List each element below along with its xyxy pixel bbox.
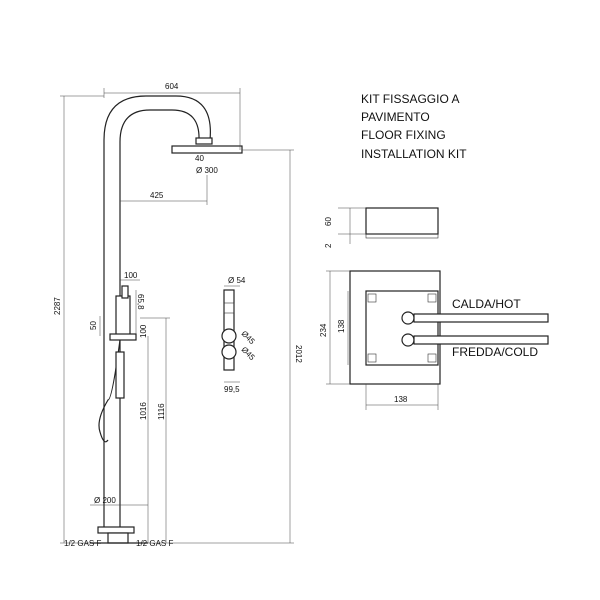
dim-mixer-width-label: 100 (124, 271, 138, 280)
dim-arm-offset-label: 425 (150, 191, 164, 200)
dim-total-height: 2287 (53, 95, 104, 544)
dim-arm-offset: 425 (120, 175, 208, 205)
dim-mixer-height-label: 1116 (157, 403, 166, 420)
front-holder (223, 302, 235, 314)
column-outline-outer (103, 95, 211, 530)
dim-mixer-pipe-label: 65,8 (136, 294, 145, 310)
dim-mixer: 100 65,8 50 100 (89, 271, 170, 338)
mixer-knob-top (121, 285, 129, 299)
dim-base: Ø 200 (90, 496, 148, 506)
base-plate (97, 526, 135, 534)
dim-holder-height-label: 1016 (139, 402, 148, 420)
hose (98, 339, 121, 443)
dim-head-height-label: 2012 (294, 345, 303, 363)
dim-head-neck-label: 40 (195, 154, 204, 163)
shower-column-side-view (90, 95, 243, 544)
dim-knob-diameter-label: Ø 54 (228, 276, 246, 285)
cold-pipe (413, 335, 549, 345)
screw-tl (367, 293, 377, 303)
hot-label: CALDA/HOT (452, 297, 521, 311)
gas-label-right: 1/2 GAS F (136, 539, 173, 548)
kit-title-line-1: KIT FISSAGGIO A (361, 92, 459, 106)
kit-title-line-4: INSTALLATION KIT (361, 147, 467, 161)
screw-tr (427, 293, 437, 303)
dim-box-outer-height-label: 234 (319, 323, 328, 337)
mixer-body (115, 295, 131, 337)
dim-reach-label: 604 (165, 82, 179, 91)
screw-bl (367, 353, 377, 363)
kit-side-body (365, 207, 439, 235)
kit-title-line-3: FLOOR FIXING (361, 128, 446, 142)
screw-br (427, 353, 437, 363)
base-connector (107, 532, 129, 544)
hot-pipe (413, 313, 549, 323)
dim-mixer-depth-label: 100 (139, 324, 148, 338)
dim-box-width-label: 138 (394, 395, 408, 404)
dim-kit-height-label: 60 (324, 217, 333, 226)
dim-kit-gap-label: 2 (324, 243, 333, 248)
kit-side-lid (365, 233, 439, 239)
floor-kit-plan: CALDA/HOT FREDDA/COLD 234 138 138 (319, 270, 549, 410)
dim-reach: 604 (103, 82, 241, 150)
dim-knob-2-label: Ø45 (240, 345, 257, 362)
dim-total-height-label: 2287 (53, 297, 62, 315)
kit-title: KIT FISSAGGIO A PAVIMENTO FLOOR FIXING I… (361, 92, 467, 161)
mixer-spout (109, 333, 137, 341)
dim-mixer-offset-label: 50 (89, 321, 98, 330)
floor-kit-side: 60 2 (324, 207, 439, 248)
dim-heights-lower: 1016 1116 (139, 318, 167, 543)
knob-1 (221, 328, 237, 344)
head-connector (195, 137, 213, 145)
mixer-front-view: Ø 54 Ø45 Ø45 99,5 (221, 276, 257, 394)
cold-label: FREDDA/COLD (452, 345, 538, 359)
column-outline-inner (119, 109, 200, 530)
shower-head (171, 145, 243, 154)
dim-head-diameter-label: Ø 300 (196, 166, 218, 175)
hand-shower (115, 351, 125, 399)
dim-knob-1-label: Ø45 (240, 329, 257, 346)
gas-label-left: 1/2 GAS F (64, 539, 101, 548)
kit-title-line-2: PAVIMENTO (361, 110, 430, 124)
dim-front-width-label: 99,5 (224, 385, 240, 394)
dim-head-height: 2012 (148, 149, 303, 544)
dim-base-diameter-label: Ø 200 (94, 496, 116, 505)
dim-box-inner-height-label: 138 (337, 319, 346, 333)
knob-2 (221, 344, 237, 360)
kit-plan-inner (365, 290, 439, 366)
